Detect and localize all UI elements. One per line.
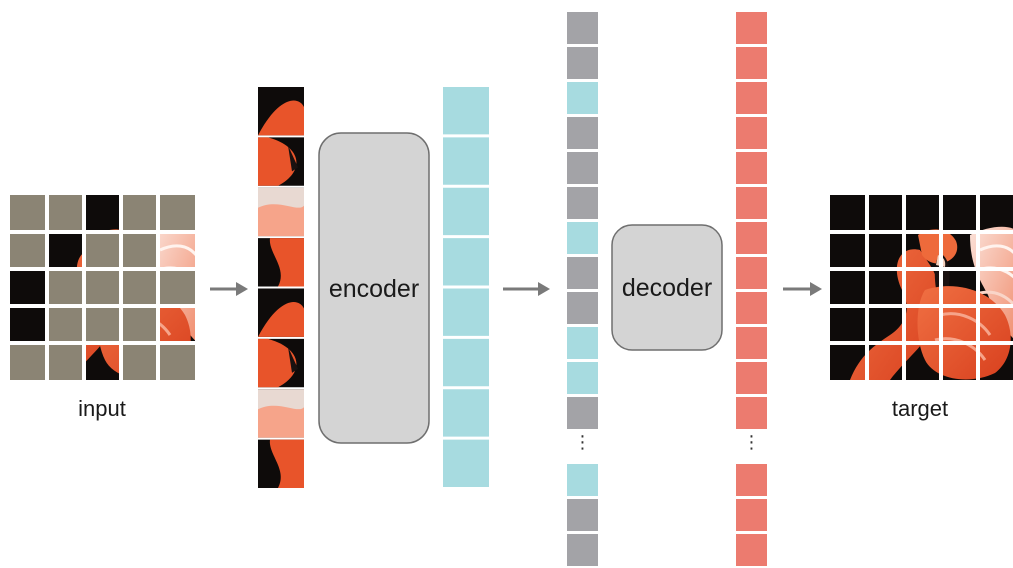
reconstructed-token xyxy=(736,534,767,566)
visible-patch xyxy=(258,238,304,287)
visible-patch xyxy=(258,87,304,136)
reconstructed-token xyxy=(736,292,767,324)
reconstructed-token xyxy=(736,499,767,531)
encoded-token xyxy=(443,87,489,135)
mask-token xyxy=(567,292,598,324)
arrow-decoder-to-target xyxy=(783,282,822,296)
masked-patch xyxy=(121,195,158,232)
reconstructed-token xyxy=(736,47,767,79)
masked-patch xyxy=(84,269,121,306)
mask-token xyxy=(567,12,598,44)
ellipsis-marker: ⋮ xyxy=(743,432,761,453)
masked-patch xyxy=(47,306,84,343)
encoded-token xyxy=(443,338,489,387)
reconstructed-token xyxy=(736,327,767,359)
reconstructed-token xyxy=(736,152,767,184)
reconstructed-token xyxy=(736,82,767,114)
encoded-token xyxy=(443,187,489,236)
decoder-output-tokens: ⋮ xyxy=(736,12,767,566)
reconstructed-token xyxy=(736,257,767,289)
masked-patch xyxy=(84,306,121,343)
masked-patch xyxy=(84,232,121,269)
masked-patch xyxy=(158,269,195,306)
visible-patch-strip xyxy=(258,87,304,488)
encoded-token xyxy=(567,327,598,359)
mask-token xyxy=(567,257,598,289)
masked-patch xyxy=(47,269,84,306)
encoder-label: encoder xyxy=(329,275,419,303)
masked-patch xyxy=(10,232,47,269)
encoded-token xyxy=(567,82,598,114)
arrow-input-to-patches xyxy=(210,282,248,296)
encoded-token xyxy=(443,439,489,487)
visible-patch xyxy=(258,338,304,388)
reconstructed-token xyxy=(736,187,767,219)
visible-patch xyxy=(258,288,304,337)
reconstructed-token xyxy=(736,397,767,429)
encoder-block: encoder xyxy=(318,132,430,444)
mask-token xyxy=(567,117,598,149)
arrow-encoder-to-decoder-input xyxy=(503,282,550,296)
encoded-token xyxy=(443,288,489,336)
decoder-block: decoder xyxy=(611,224,723,351)
masked-patch xyxy=(121,232,158,269)
encoded-token xyxy=(567,222,598,254)
mask-token xyxy=(567,47,598,79)
visible-patch xyxy=(258,389,304,438)
masked-patch xyxy=(121,269,158,306)
decoder-label: decoder xyxy=(622,274,712,302)
reconstructed-token xyxy=(736,222,767,254)
masked-patch xyxy=(121,343,158,380)
decoder-input-tokens: ⋮ xyxy=(567,12,598,566)
masked-patch xyxy=(47,343,84,380)
masked-patch xyxy=(10,195,47,232)
mask-token xyxy=(567,534,598,566)
visible-patch xyxy=(258,439,304,488)
input-caption: input xyxy=(78,396,126,421)
reconstructed-token xyxy=(736,117,767,149)
mask-token xyxy=(567,499,598,531)
reconstructed-token xyxy=(736,464,767,496)
masked-patch xyxy=(10,343,47,380)
input-image-grid xyxy=(10,195,195,380)
mask-token xyxy=(567,152,598,184)
mask-token xyxy=(567,187,598,219)
visible-patch xyxy=(258,137,304,186)
encoded-token xyxy=(443,238,489,286)
encoded-token xyxy=(443,389,489,437)
reconstructed-token xyxy=(736,362,767,394)
visible-patch xyxy=(258,187,304,237)
reconstructed-token xyxy=(736,12,767,44)
encoded-token xyxy=(567,464,598,496)
encoded-token xyxy=(443,137,489,185)
ellipsis-marker: ⋮ xyxy=(574,432,592,453)
masked-patch xyxy=(121,306,158,343)
encoder-output-tokens xyxy=(443,87,489,487)
encoded-token xyxy=(567,362,598,394)
masked-patch xyxy=(158,343,195,380)
masked-patch xyxy=(47,195,84,232)
mask-token xyxy=(567,397,598,429)
target-image-grid xyxy=(830,195,1013,380)
target-caption: target xyxy=(891,396,949,421)
masked-patch xyxy=(158,195,195,232)
